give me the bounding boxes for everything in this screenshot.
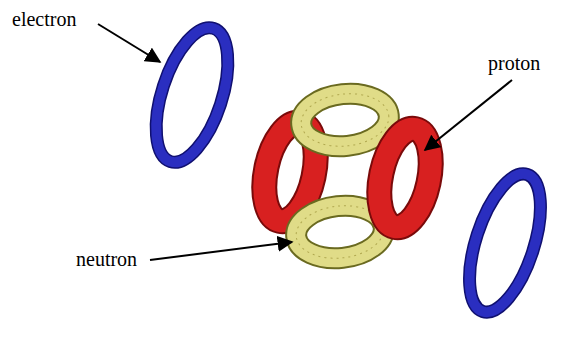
electron-ring [455,166,555,321]
leader-arrow [150,242,292,260]
neutron-torus [299,90,392,151]
proton-torus [371,124,439,232]
leader-arrow [425,80,512,150]
part-label: electron [12,8,76,30]
part-label: neutron [76,248,137,270]
electron-ring [142,19,242,171]
leader-arrow [98,24,160,62]
part-label: proton [488,52,540,74]
